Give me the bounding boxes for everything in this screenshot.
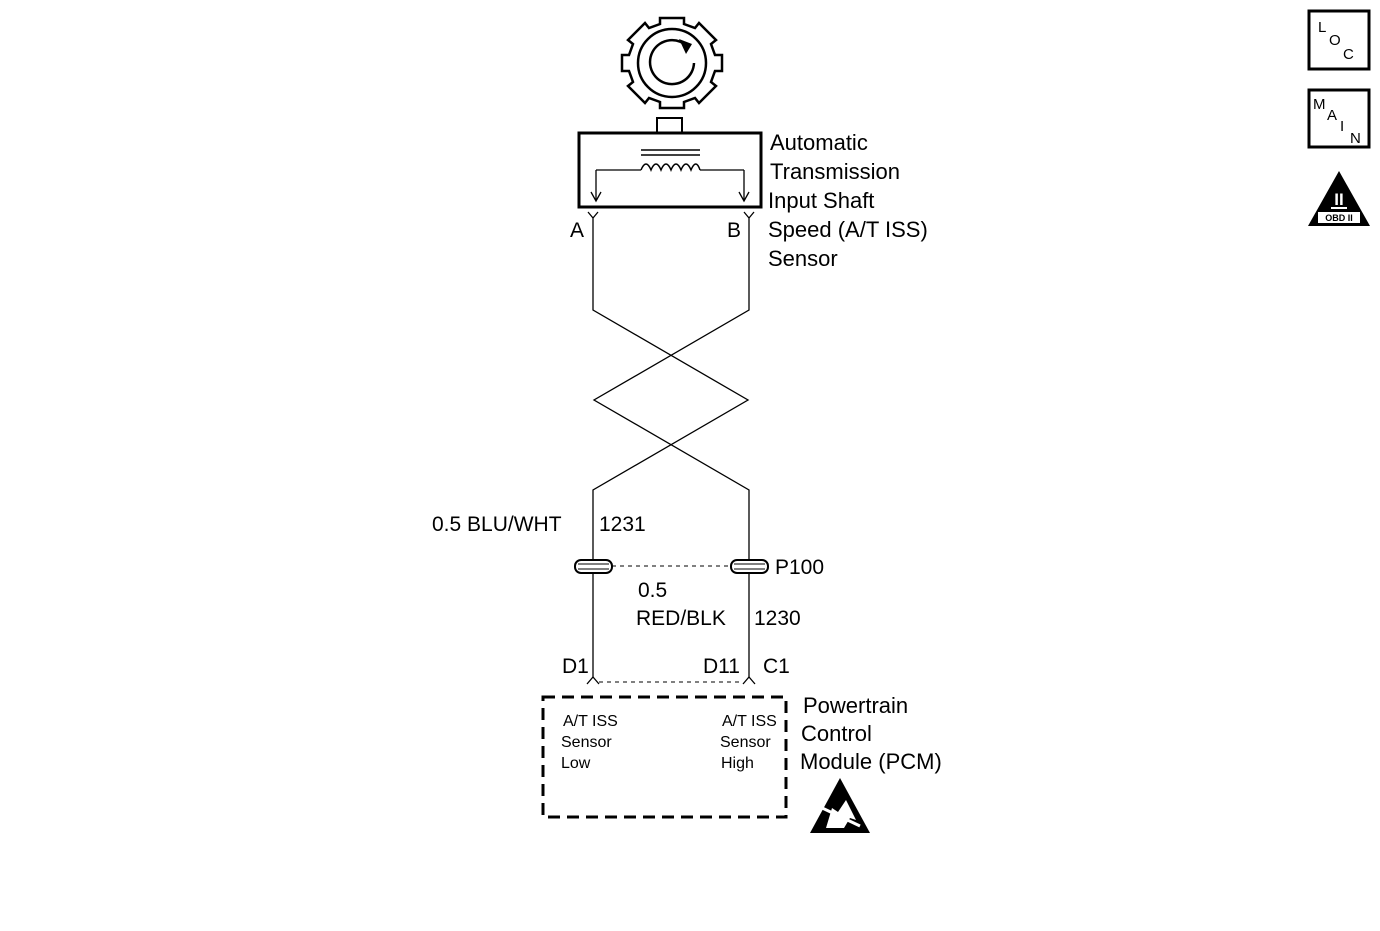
loc-letter-o: O <box>1329 32 1341 49</box>
speed-sensor-symbol <box>577 117 763 209</box>
obd-ii-button[interactable]: II OBD II <box>1308 171 1370 226</box>
pcm-pin-d1-label: D1 <box>562 655 589 678</box>
wire-gauge-red-blk: 0.5 <box>638 579 667 602</box>
pcm-input-low-label: A/T ISS Sensor Low <box>561 713 622 772</box>
loc-button[interactable]: L O C <box>1307 9 1371 71</box>
terminal-a-symbol <box>587 211 599 228</box>
connector-label: P100 <box>775 556 824 579</box>
circuit-1231-label: 1231 <box>599 513 646 536</box>
obd-numeral: II <box>1334 190 1343 209</box>
loc-letter-c: C <box>1343 46 1354 63</box>
wire-color-blu-wht: 0.5 BLU/WHT <box>432 513 562 536</box>
reluctor-wheel-icon <box>620 16 724 110</box>
pcm-pin-c1-label: C1 <box>763 655 790 678</box>
obd-caption: OBD II <box>1325 213 1353 223</box>
pcm-pin-d11-label: D11 <box>703 655 740 678</box>
wire-color-red-blk: RED/BLK <box>636 607 726 630</box>
main-letter-n: N <box>1350 130 1361 147</box>
sensor-name: Automatic Transmission Input Shaft Speed… <box>768 130 934 271</box>
pcm-terminal-d1-symbol <box>586 676 600 685</box>
loc-letter-l: L <box>1318 19 1326 36</box>
main-letter-a: A <box>1327 107 1337 124</box>
main-button[interactable]: M A I N <box>1307 88 1371 149</box>
main-letter-i: I <box>1340 118 1344 135</box>
terminal-b-symbol <box>743 211 755 228</box>
esd-sensitive-icon <box>810 778 870 833</box>
twisted-pair-wires <box>592 228 750 560</box>
pcm-name: Powertrain Control Module (PCM) <box>800 693 942 774</box>
connector-p100 <box>574 559 769 574</box>
circuit-1230-label: 1230 <box>754 607 801 630</box>
pcm-box <box>541 695 788 819</box>
main-letter-m: M <box>1313 96 1326 113</box>
pcm-input-high-label: A/T ISS Sensor High <box>720 713 781 772</box>
sensor-pin-a-label: A <box>570 219 584 242</box>
sensor-pin-b-label: B <box>727 219 741 242</box>
pcm-terminal-c1-symbol <box>742 676 756 685</box>
